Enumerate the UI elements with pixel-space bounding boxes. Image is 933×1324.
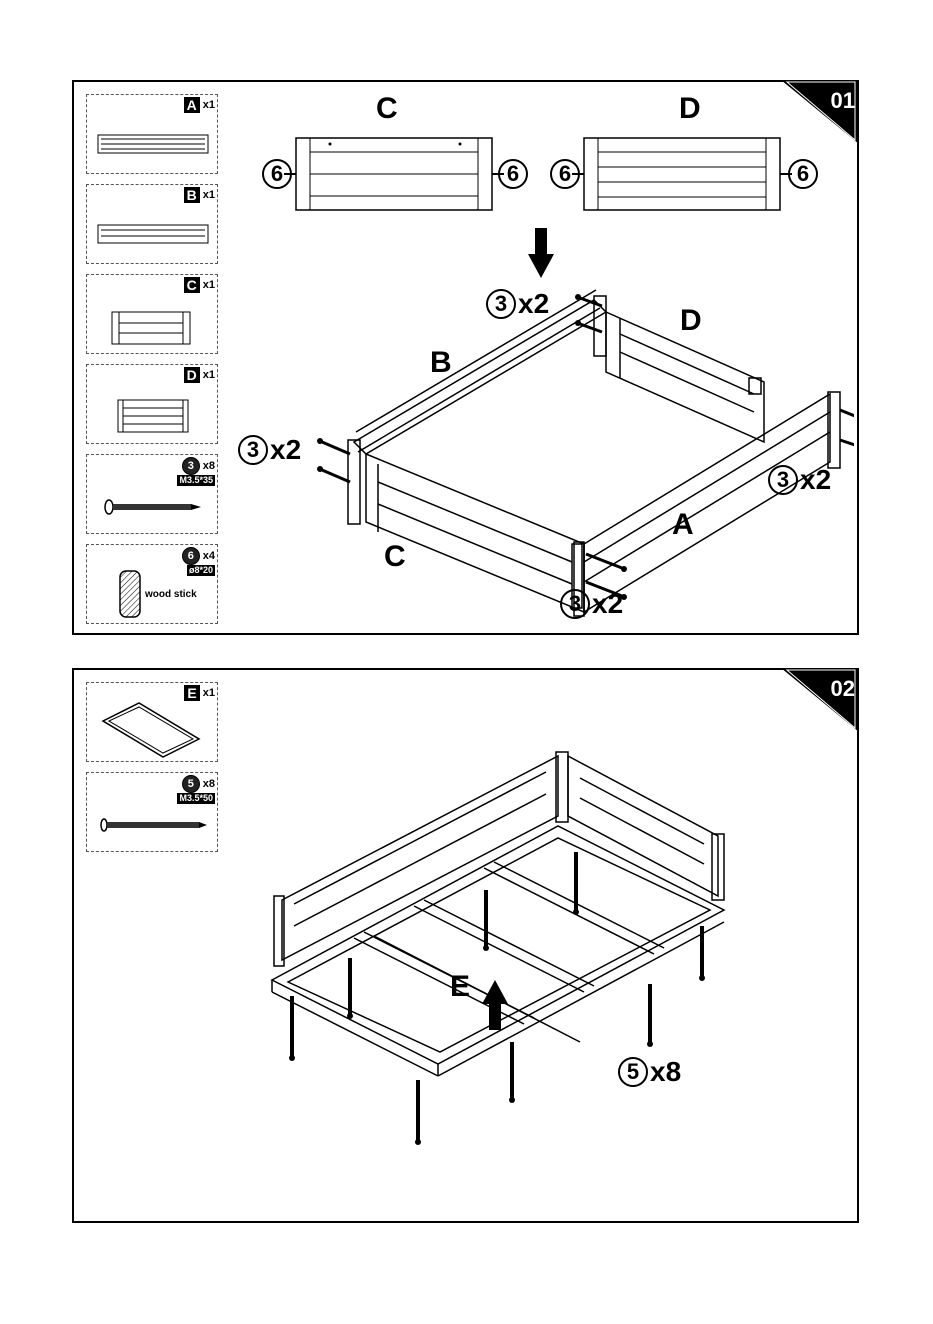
part-size-dowel-6: ø8*20: [187, 565, 215, 576]
part-qty-e: x1: [203, 687, 215, 699]
board-c-drawing: [284, 138, 504, 210]
board-label-c-top: C: [376, 92, 398, 126]
board-label-e: E: [450, 970, 470, 1004]
part-number-5: 5: [182, 775, 200, 793]
part-qty-screw-5: x8: [203, 778, 215, 790]
dowel-callout-1: 6: [262, 159, 292, 189]
part-qty-a: x1: [203, 99, 215, 111]
wood-stick-icon: [117, 569, 143, 619]
board-label-c: C: [384, 540, 406, 574]
assembled-frame-drawing: [294, 282, 854, 622]
step-number-2: 02: [831, 676, 855, 702]
part-size-screw-3: M3.5*35: [177, 475, 215, 486]
part-letter-b: B: [184, 187, 200, 203]
part-qty-dowel-6: x4: [203, 550, 215, 562]
wood-stick-label: wood stick: [145, 589, 197, 600]
screw-icon: [103, 497, 203, 517]
board-label-a: A: [672, 508, 694, 542]
board-label-b: B: [430, 346, 452, 380]
step-number-1: 01: [831, 88, 855, 114]
board-b-thumbnail: [97, 223, 209, 245]
board-a-thumbnail: [97, 133, 209, 155]
long-screw-icon: [99, 815, 209, 835]
part-qty-d: x1: [203, 369, 215, 381]
board-label-d-top: D: [679, 92, 701, 126]
part-qty-c: x1: [203, 279, 215, 291]
dowel-callout-4: 6: [788, 159, 818, 189]
part-letter-a: A: [184, 97, 200, 113]
board-d-thumbnail: [117, 399, 189, 433]
board-d-drawing: [572, 138, 792, 210]
part-qty-screw-3: x8: [203, 460, 215, 472]
dowel-callout-2: 6: [498, 159, 528, 189]
part-number-3: 3: [182, 457, 200, 475]
base-assembly-drawing: [264, 750, 744, 1150]
part-qty-b: x1: [203, 189, 215, 201]
board-label-d: D: [680, 304, 702, 338]
part-letter-d: D: [184, 367, 200, 383]
base-panel-e-thumbnail: [99, 699, 203, 761]
dowel-callout-3: 6: [550, 159, 580, 189]
part-size-screw-5: M3.5*50: [177, 793, 215, 804]
board-c-thumbnail: [111, 311, 191, 345]
part-number-6: 6: [182, 547, 200, 565]
part-letter-c: C: [184, 277, 200, 293]
arrow-down-icon: [528, 228, 554, 280]
arrow-up-icon: [482, 980, 508, 1032]
